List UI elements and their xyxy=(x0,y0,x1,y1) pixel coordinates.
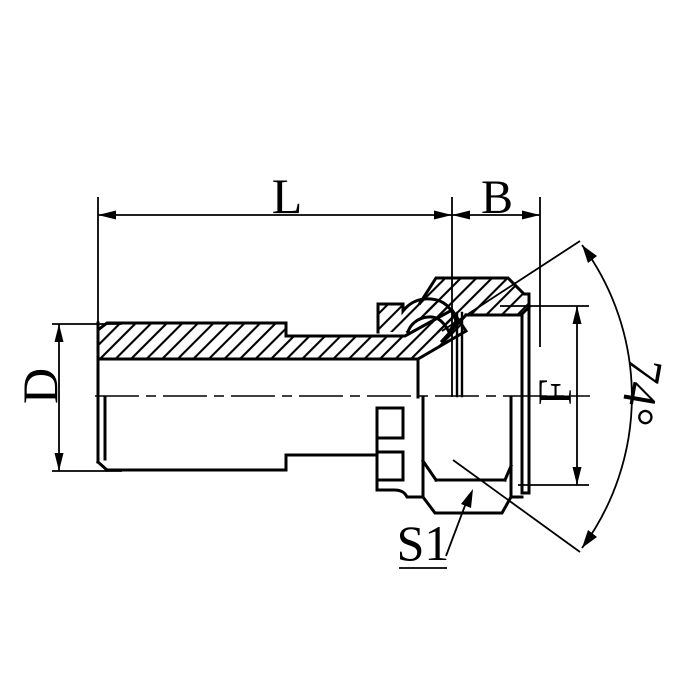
dimension-l-label: L xyxy=(272,168,303,224)
cone-flank-upper xyxy=(441,240,581,332)
arrowhead xyxy=(434,210,452,220)
nut-bore-opening xyxy=(464,316,522,396)
sleeve-rib-1 xyxy=(375,406,405,440)
male-bottom-outline xyxy=(105,453,379,472)
arrowhead xyxy=(54,453,64,471)
dimension-b-label: B xyxy=(481,171,513,224)
sleeve-rib-2 xyxy=(375,450,405,482)
cone-flank-lower xyxy=(452,459,581,553)
arrowhead xyxy=(572,306,582,324)
nut-outer-profile xyxy=(417,276,531,306)
dimension-f-label: F xyxy=(529,379,582,406)
arrowhead xyxy=(461,489,473,508)
body-section-outline xyxy=(96,308,469,361)
part-outline xyxy=(95,276,532,515)
hex-nut xyxy=(420,395,513,515)
dimension-f: F xyxy=(500,305,589,486)
angle-dimension-74: 74° xyxy=(441,240,673,553)
hex-silhouette xyxy=(421,395,513,515)
body-section-hatch xyxy=(98,310,466,359)
sleeve-skirt xyxy=(375,488,425,499)
dimension-d-label: D xyxy=(12,368,68,404)
arrowhead xyxy=(98,210,116,220)
hex-right-corner xyxy=(503,464,513,482)
angle-arc xyxy=(581,244,633,549)
dimension-b: B xyxy=(452,171,541,347)
s1-leader: S1 xyxy=(397,489,473,571)
cone-angle-label: 74° xyxy=(609,354,673,429)
dimension-l: L xyxy=(97,168,453,397)
arrowhead xyxy=(582,530,597,548)
arrowhead xyxy=(582,245,597,263)
dimension-d: D xyxy=(12,323,122,472)
arrowhead xyxy=(522,210,540,220)
hex-left-corner xyxy=(420,458,439,483)
arrowhead xyxy=(452,210,470,220)
arrowhead xyxy=(54,324,64,342)
arrowhead xyxy=(572,467,582,485)
hex-size-label: S1 xyxy=(397,515,450,571)
